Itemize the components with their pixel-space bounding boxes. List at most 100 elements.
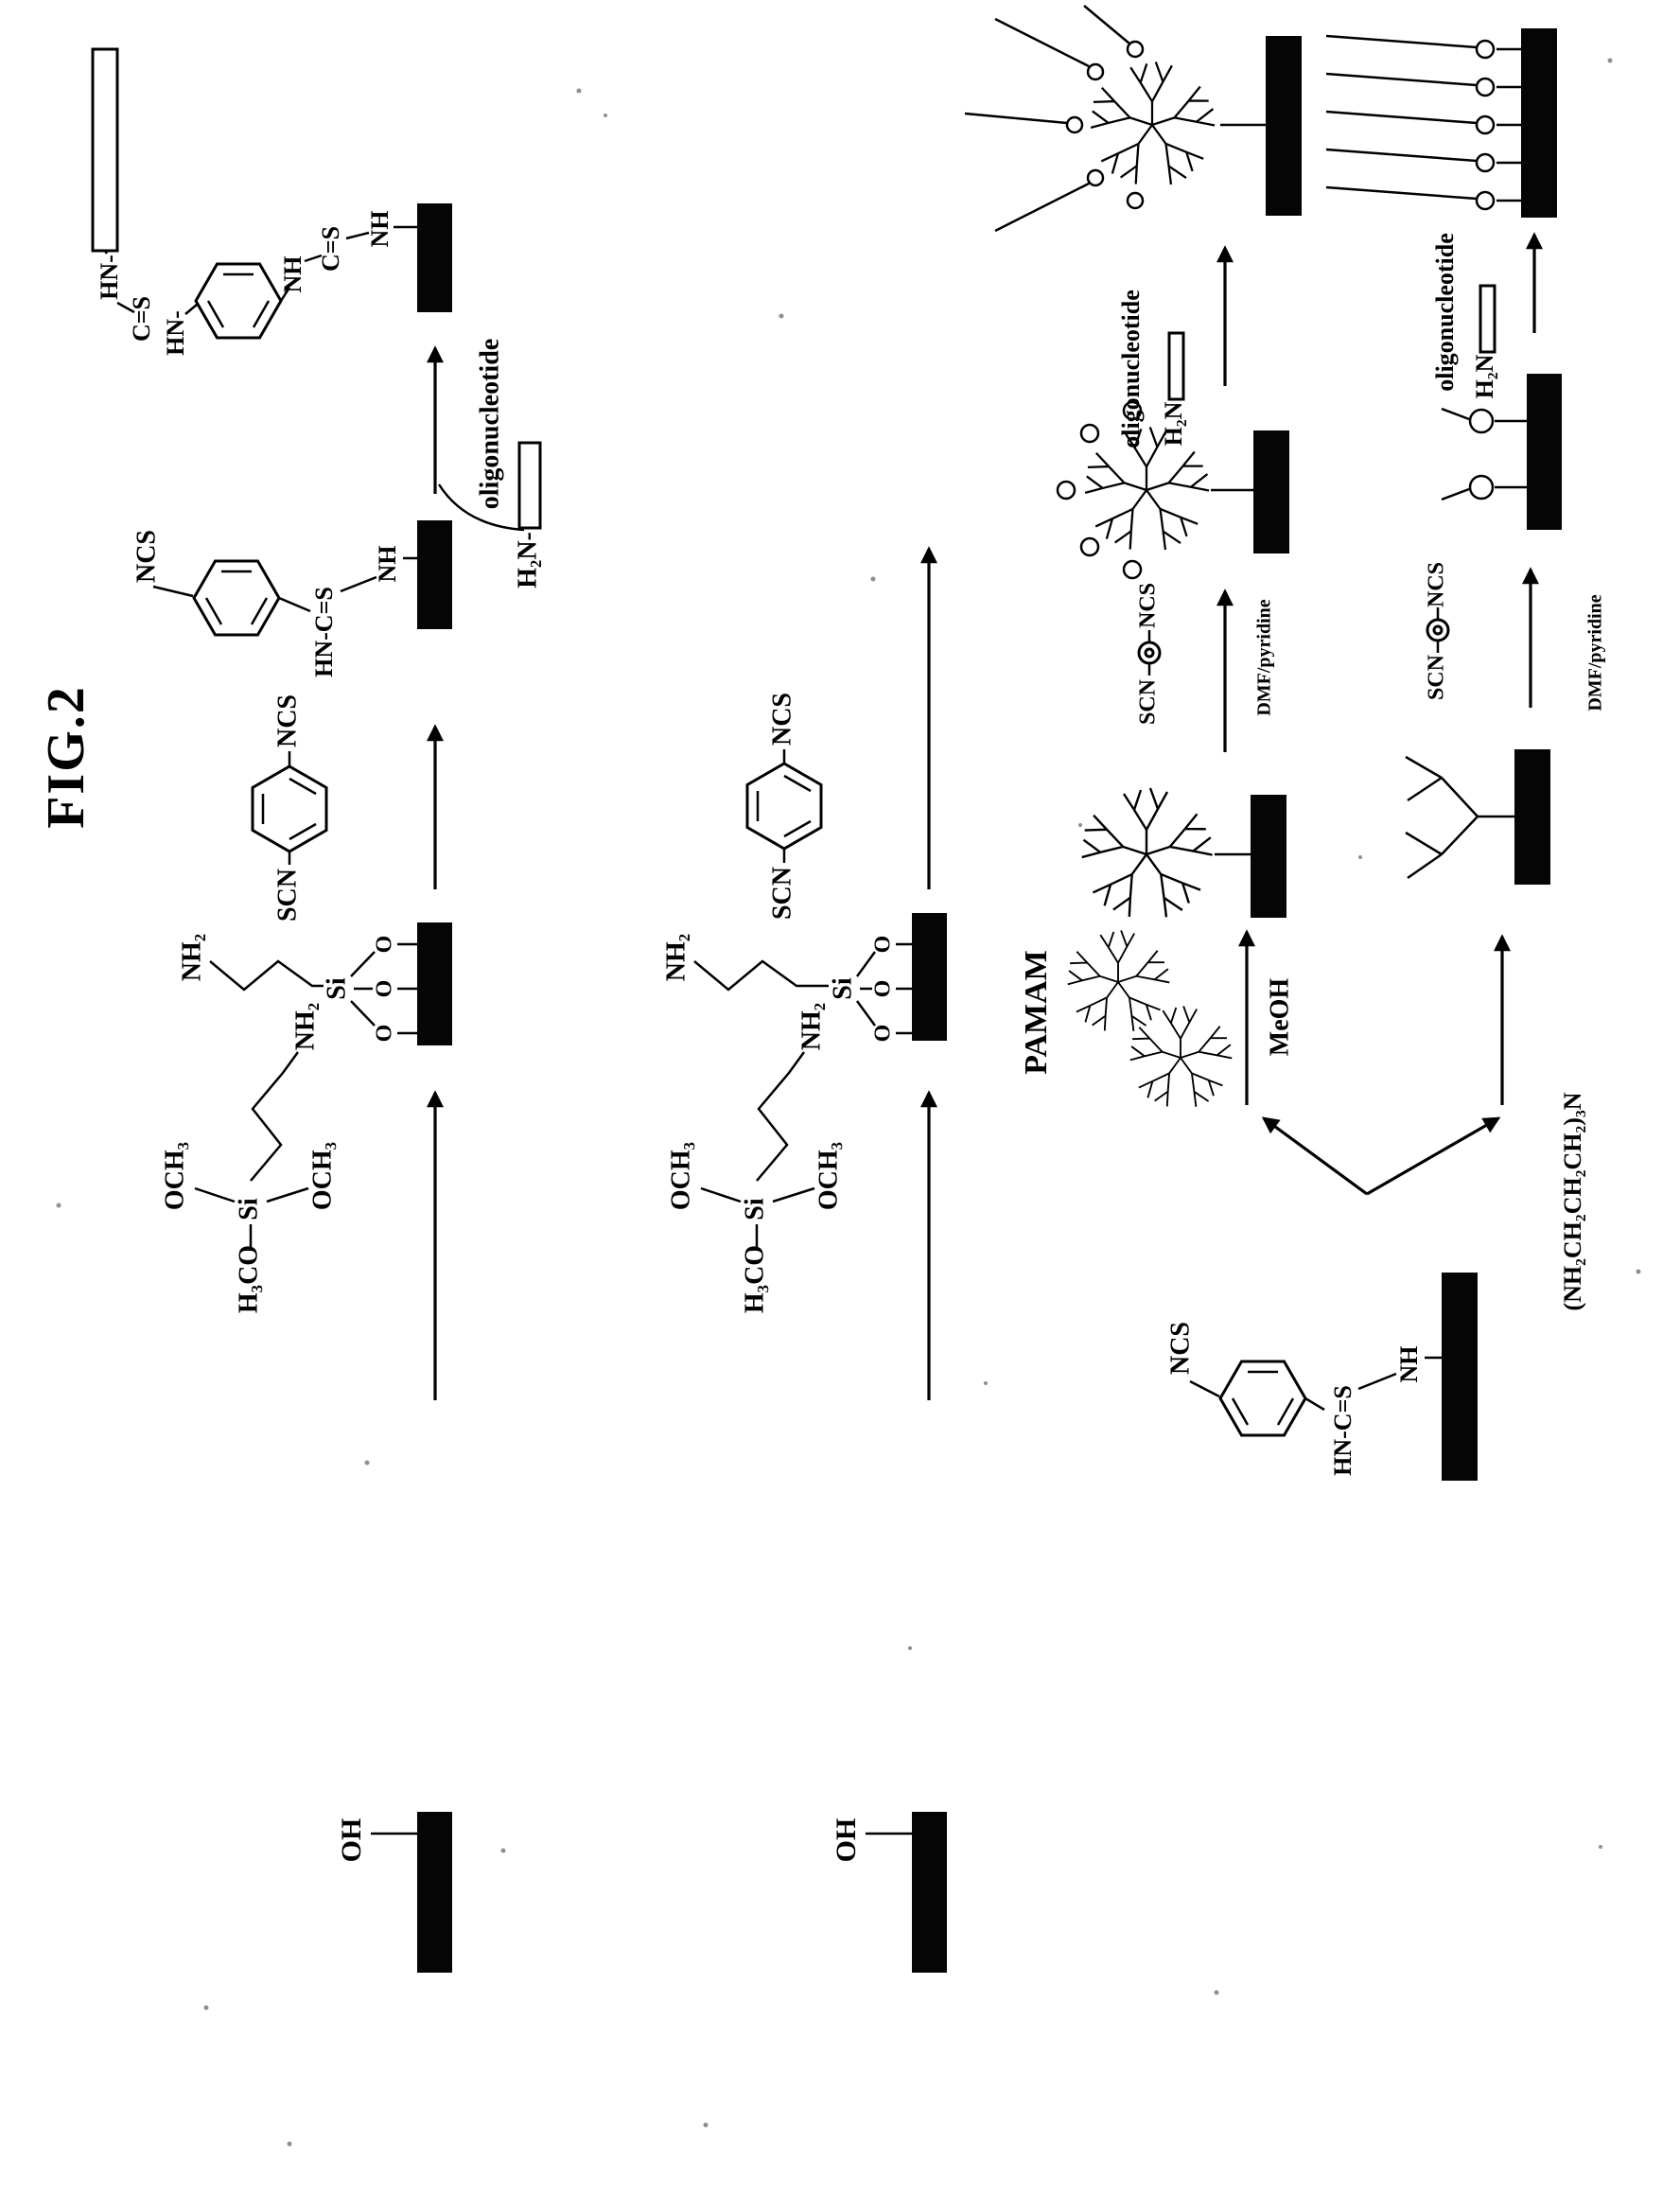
linker-circle [1079, 423, 1100, 444]
nh2-label: NH₂ [796, 1003, 826, 1050]
benzene-ring [194, 262, 283, 340]
surface-slab [912, 913, 947, 1041]
triamine-path: (NH₂CH₂CH₂CH₂)₃N NCS [1325, 28, 1606, 1311]
amino-surface-1: NH₂ Si O O O [177, 922, 452, 1045]
och3-label: OCH₃ [814, 1142, 843, 1210]
bonds [209, 942, 417, 1035]
ncs-label: NCS [767, 693, 796, 746]
pamam-dendrimer [1086, 62, 1218, 189]
pamam-dendrimer [1076, 788, 1216, 922]
surface-slab [417, 922, 452, 1045]
nh-label: NH [1395, 1346, 1423, 1383]
si-label: Si [740, 1198, 769, 1220]
thiourea-label: HN-C=S [310, 587, 338, 677]
ncs-label: NCS [1165, 1322, 1195, 1375]
oligo-unit [1325, 110, 1521, 135]
nh2-label: NH₂ [290, 1003, 320, 1050]
activated-dendrimer-surface [1056, 400, 1289, 580]
och3-label: OCH₃ [307, 1142, 337, 1210]
ncs-surface-start-3: NCS HN-C=S NH [1165, 1273, 1478, 1481]
meoh-label: MeOH [1265, 978, 1294, 1057]
bonds [103, 225, 417, 315]
nh-label: NH [279, 256, 306, 293]
figure-title: FIG.2 [37, 685, 96, 829]
oligo-unit [1325, 34, 1521, 60]
bonds [1405, 755, 1514, 880]
pamam-dendrimer [1063, 930, 1172, 1034]
benzene-ring-inner [1432, 624, 1444, 636]
o-label: O [373, 1025, 397, 1043]
oh-label: OH [831, 1818, 862, 1863]
h3co-label: H₃CO [740, 1245, 769, 1313]
ncs-label: NCS [1425, 562, 1449, 607]
h3co-label: H₃CO [234, 1245, 263, 1313]
h2n-label: H₂N [1160, 401, 1187, 446]
pamam-dendrimer [1126, 1006, 1234, 1110]
pamam-label: PAMAM [1019, 950, 1054, 1075]
linker-circle [1475, 114, 1496, 135]
triamine-surface [1405, 749, 1550, 885]
surface-slab [417, 520, 452, 629]
linker-circle [1056, 480, 1076, 500]
dmf-pyridine-label: DMF/pyridine [1585, 594, 1606, 711]
och3-label: OCH₃ [160, 1142, 189, 1210]
surface-slab [1251, 795, 1286, 918]
final-dendrimer-surface [964, 5, 1302, 233]
scheme1: OH OCH₃ Si OCH₃ H₃CO NH₂ NH₂ Si O O O [91, 47, 542, 1973]
benzene-ring-inner [1144, 647, 1155, 658]
nh-label: NH [366, 211, 394, 248]
final-oligo-surface [1325, 28, 1557, 218]
linker-circle [1086, 168, 1105, 187]
oligonucleotide-label: oligonucleotide [1117, 290, 1145, 448]
thiourea-label: HN-C=S [1329, 1385, 1356, 1476]
linker-circle [1122, 400, 1143, 421]
nh2-label: NH₂ [177, 934, 206, 981]
linker-circle [1475, 190, 1496, 211]
o-label: O [373, 980, 397, 998]
oligonucleotide-label: oligonucleotide [1431, 233, 1459, 392]
amino-surface-2: NH₂ Si O O O [661, 913, 947, 1042]
oligo-unit [1325, 72, 1521, 97]
oligo-bar [517, 441, 542, 530]
dmf-pyridine-label: DMF/pyridine [1254, 599, 1275, 715]
oligo-lines [964, 5, 1130, 233]
bonds [194, 1051, 309, 1247]
ditc-reagent-1: NCS SCN [251, 694, 328, 922]
oligo-unit [1325, 185, 1521, 211]
cs-label: C=S [128, 296, 155, 342]
oligonucleotide-label: oligonucleotide [475, 339, 504, 509]
benzene-ring [192, 559, 281, 637]
ditc-reagent-2: NCS SCN [745, 693, 823, 920]
bonds [1189, 1356, 1442, 1412]
si-label: Si [828, 977, 857, 1000]
hn-label: HN- [162, 310, 189, 356]
benzene-ring [1218, 1360, 1307, 1437]
h2n-label: H₂N- [513, 532, 542, 588]
cs-label: C=S [317, 226, 344, 272]
oligo-bar [1479, 284, 1496, 354]
surface-slab-start-2 [912, 1812, 947, 1973]
ncs-surface-1: NCS HN-C=S NH [131, 520, 452, 677]
linker-circle [1475, 152, 1496, 173]
linker-circle [1475, 39, 1496, 60]
silane-reagent-2: OCH₃ Si OCH₃ H₃CO NH₂ [666, 1003, 843, 1313]
oligo-bar [1167, 331, 1185, 401]
benzene-ring [745, 762, 823, 851]
h2n-label: H₂N [1471, 354, 1498, 398]
branch-arrow-right [1366, 1116, 1501, 1196]
ncs-label: NCS [1136, 583, 1161, 628]
linker-circle [1086, 62, 1105, 81]
phenyl-circle [1468, 408, 1495, 434]
benzene-ring-small [1426, 618, 1450, 642]
final-product-1: HN- C=S HN- NH C=S NH [91, 47, 452, 356]
oligo-bar [91, 47, 119, 253]
silane-reagent-1: OCH₃ Si OCH₃ H₃CO NH₂ [160, 1003, 337, 1313]
ncs-label: NCS [272, 694, 302, 747]
linker-circle [1122, 559, 1143, 580]
surface-slab [1442, 1273, 1478, 1481]
bonds [693, 942, 912, 1035]
o-label: O [373, 936, 397, 954]
si-label: Si [322, 977, 351, 1000]
